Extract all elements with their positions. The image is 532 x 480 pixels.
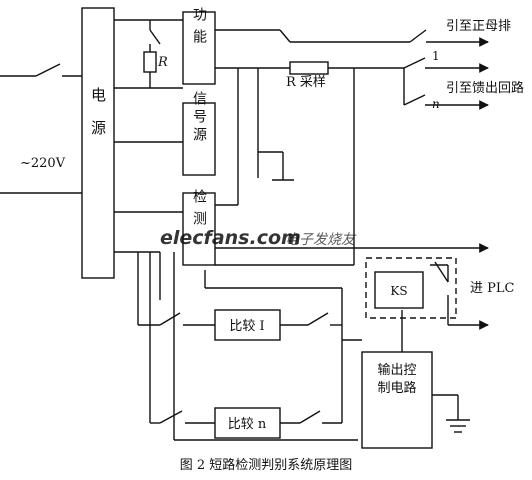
figure-caption: 图 2 短路检测判别系统原理图 bbox=[180, 457, 353, 473]
wiring bbox=[0, 7, 489, 449]
resistor-r-label: R bbox=[157, 55, 168, 70]
watermark-site: elecfans.com bbox=[160, 227, 301, 249]
compare-1-block bbox=[214, 309, 281, 341]
output-control-block bbox=[361, 351, 433, 449]
watermark-cn: 电子发烧友 bbox=[285, 232, 357, 248]
ks-block bbox=[374, 271, 424, 309]
plc-label: 进 PLC bbox=[470, 281, 515, 296]
function-block bbox=[182, 11, 216, 85]
signal-source-block bbox=[182, 102, 216, 176]
compare-n-label: 比较 n bbox=[228, 417, 267, 432]
output-control-label: 输出控制电路 bbox=[377, 363, 417, 396]
feeder-label: 引至馈出回路 bbox=[446, 80, 524, 96]
positive-bus-label: 引至正母排 bbox=[446, 19, 511, 34]
ks-label: KS bbox=[390, 284, 407, 298]
detect-block bbox=[182, 192, 216, 266]
compare-n-block bbox=[214, 407, 281, 439]
signal-source-label: 信号源 bbox=[191, 91, 207, 145]
ks-dashed-frame bbox=[365, 257, 457, 319]
power-label: 电源 bbox=[89, 87, 107, 153]
switch-1-label: 1 bbox=[432, 49, 440, 63]
output-control-text-wrap: 输出控制电路 bbox=[377, 363, 417, 396]
input-voltage-label: ~220V bbox=[20, 156, 66, 171]
sampling-resistor-label: R 采样 bbox=[286, 75, 326, 90]
function-label: 功能 bbox=[191, 7, 207, 51]
compare-1-label: 比较 I bbox=[229, 319, 264, 334]
detect-label: 检测 bbox=[191, 189, 207, 233]
switch-n-label: n bbox=[432, 97, 440, 111]
power-block bbox=[81, 7, 115, 279]
